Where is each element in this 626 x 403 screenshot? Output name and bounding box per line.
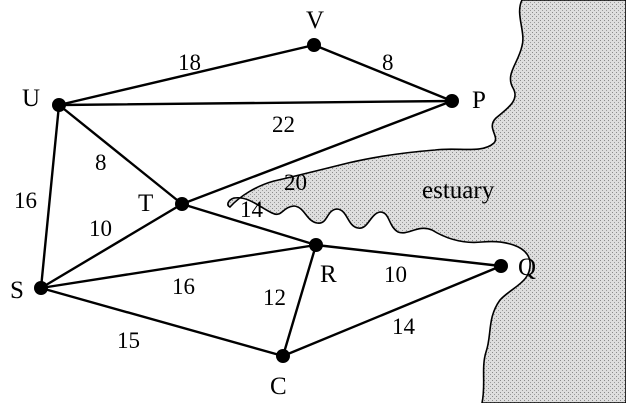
edge-weight-r-q: 10	[384, 262, 407, 287]
weights-layer: 18 8 22 8 20 16 10 14 16 10 15 12 14	[14, 50, 416, 353]
edge-t-r	[180, 202, 318, 247]
edge-u-t	[57, 103, 184, 206]
edge-weight-s-c: 15	[117, 328, 140, 353]
edge-t-p	[180, 99, 454, 206]
node-label-t: T	[138, 190, 153, 217]
coastline-water	[227, 0, 626, 403]
edge-weight-t-p: 20	[284, 170, 307, 195]
nodes-layer	[34, 38, 508, 363]
node-label-u: U	[22, 85, 40, 112]
edge-u-p	[57, 99, 454, 107]
edge-r-q	[314, 243, 503, 268]
edge-weight-r-c: 12	[263, 285, 286, 310]
edge-weight-s-r: 16	[172, 274, 195, 299]
edge-weight-c-q: 14	[392, 314, 416, 339]
edge-s-c	[39, 286, 285, 358]
node-p	[445, 94, 459, 108]
edge-weight-v-p: 8	[382, 50, 394, 75]
node-label-c: C	[270, 373, 287, 400]
node-t	[175, 197, 189, 211]
node-u	[52, 98, 66, 112]
node-label-r: R	[320, 261, 337, 288]
node-c	[276, 349, 290, 363]
edge-weight-u-t: 8	[95, 150, 107, 175]
node-s	[34, 281, 48, 295]
labels-layer: U V P T S R Q C	[10, 7, 536, 400]
edge-weight-t-r: 14	[240, 197, 264, 222]
edge-weight-u-v: 18	[178, 50, 201, 75]
node-label-p: P	[472, 87, 486, 114]
edge-weight-s-t: 10	[89, 216, 112, 241]
edge-u-s	[39, 103, 61, 290]
node-q	[494, 259, 508, 273]
edges-layer	[39, 43, 503, 358]
edge-weight-u-p: 22	[272, 112, 295, 137]
node-v	[307, 38, 321, 52]
estuary-label: estuary	[422, 177, 495, 204]
node-label-q: Q	[518, 254, 536, 281]
node-r	[309, 238, 323, 252]
edge-r-c	[281, 243, 318, 358]
node-label-v: V	[306, 7, 324, 34]
edge-c-q	[281, 264, 503, 358]
edge-weight-u-s: 16	[14, 188, 37, 213]
edge-v-p	[312, 43, 454, 103]
node-label-s: S	[10, 277, 24, 304]
edge-s-t	[39, 202, 184, 290]
edge-u-v	[57, 43, 316, 107]
edge-s-r	[39, 243, 318, 290]
